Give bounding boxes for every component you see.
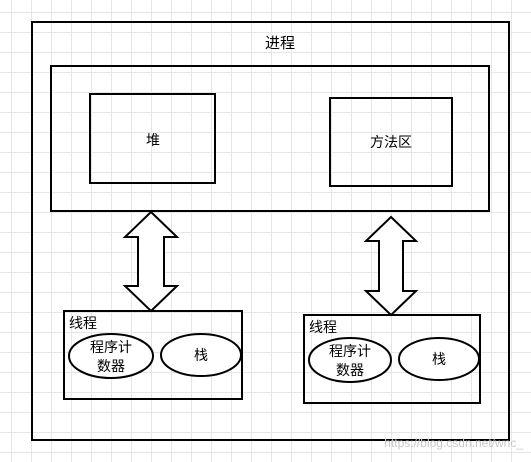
- process-box: [31, 21, 510, 441]
- program-counter-label-2a: 程序计: [329, 344, 371, 360]
- thread-label-1: 线程: [69, 316, 97, 332]
- process-label: 进程: [265, 34, 295, 52]
- method-area-box: [329, 97, 453, 187]
- stack-ellipse-2: [398, 337, 480, 381]
- watermark: https://blog.csdn.net/wnc_: [384, 436, 523, 450]
- double-arrow-left: [122, 210, 180, 313]
- heap-label: 堆: [146, 133, 160, 149]
- shared-area-box: [50, 65, 490, 212]
- stack-label-2: 栈: [432, 352, 446, 368]
- method-area-label: 方法区: [370, 135, 412, 151]
- program-counter-ellipse-2: [308, 337, 392, 383]
- heap-box: [89, 93, 216, 184]
- double-arrow-right: [363, 215, 419, 317]
- program-counter-label-2b: 数器: [336, 363, 364, 379]
- program-counter-ellipse-1: [68, 333, 154, 379]
- stack-label-1: 栈: [194, 348, 208, 364]
- program-counter-label-1a: 程序计: [90, 340, 132, 356]
- thread-label-2: 线程: [309, 320, 337, 336]
- program-counter-label-1b: 数器: [97, 359, 125, 375]
- stack-ellipse-1: [160, 333, 242, 377]
